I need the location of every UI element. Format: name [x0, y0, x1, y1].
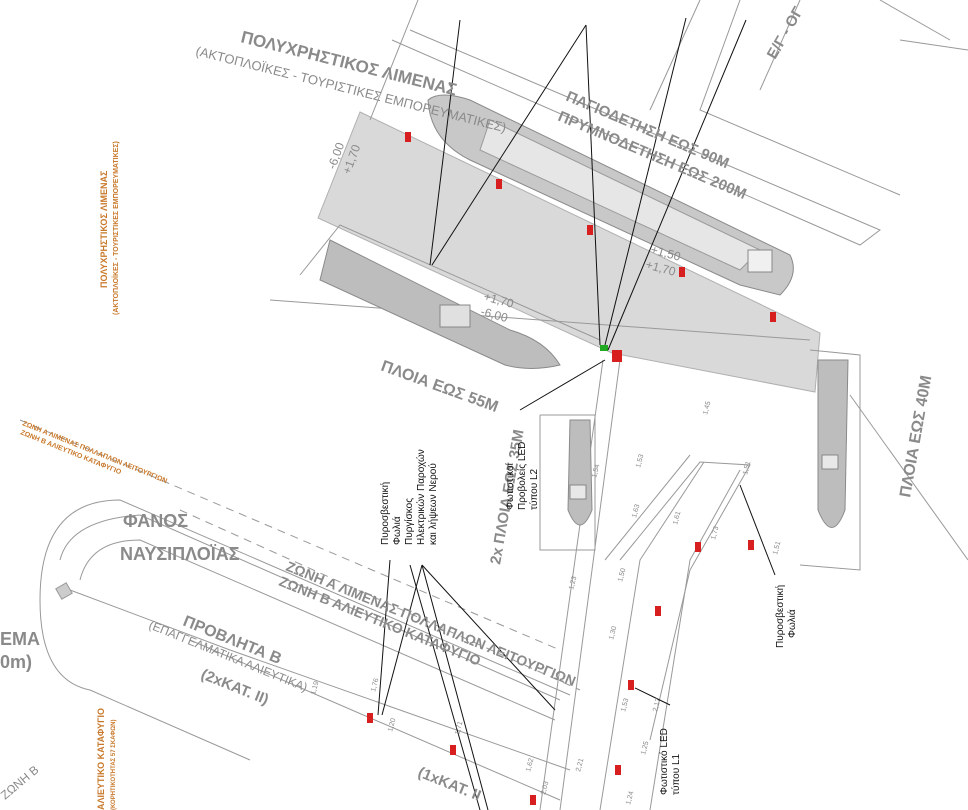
ships-40-label: ΠΛΟΙΑ ΕΩΣ 40Μ [897, 374, 935, 498]
spot-level: 2,21 [575, 757, 585, 772]
zone-a-small-label: ΖΩΝΗ Α ΛΙΜΕΝΑΣ ΠΟΛΛΑΠΛΩΝ ΛΕΙΤΟΥΡΓΙΩΝ [21, 420, 168, 485]
fire-callout-group: Πυροσβεστική Φωλιά Πυργίσκος Ηλεκτρικών … [379, 449, 439, 545]
lighthouse-label-1: ΦΑΝΟΣ [123, 511, 188, 531]
callout-line: Προβολείς LED [516, 442, 528, 510]
spot-level: 1,76 [370, 677, 380, 692]
maneuvering-basin [317, 111, 821, 393]
callout-line: τύπου L1 [670, 753, 682, 795]
spot-level: 1,61 [672, 510, 682, 525]
left-zone-label: ΖΩΝΗ Β [0, 763, 41, 803]
spot-level: 1,25 [640, 740, 650, 755]
spot-level: 1,30 [608, 625, 618, 640]
spot-level: 1,62 [525, 757, 535, 772]
led-l1-callout: Φωτιστικό LED τύπου L1 [658, 728, 682, 795]
callout-line: Πυργίσκος [403, 498, 415, 545]
lighthouse-label-2: ΝΑΥΣΙΠΛΟΪΑΣ [120, 544, 240, 564]
callout-leaders [377, 17, 776, 810]
fishing-refuge-label: ΑΛΙΕΥΤΙΚΟ ΚΑΤΑΦΥΓΙΟ [96, 708, 106, 810]
spot-level: 1,51 [772, 540, 782, 555]
callout-line: Φωτιστικοί [504, 462, 516, 510]
callout-line: Πυροσβεστική [379, 482, 391, 545]
callout-line: Φωλιά [391, 516, 403, 545]
spot-level: 1,51 [742, 460, 752, 475]
spot-level: 1,20 [387, 717, 397, 732]
ships-55-label: ΠΛΟΙΑ ΕΩΣ 55Μ [379, 358, 501, 416]
spot-level: 1,71 [454, 720, 464, 735]
fishing-pier [604, 454, 751, 741]
spot-level: 1,54 [591, 463, 601, 478]
spot-level: 1,63 [631, 503, 641, 518]
zone-b-label: ΖΩΝΗ Β ΑΛΙΕΥΤΙΚΟ ΚΑΤΑΦΥΓΙΟ [277, 573, 483, 669]
fishing-refuge-sub: (ΚΟΡΗΤΙΚΟΤΗΤΑΣ 57 ΣΚΑΦΩΝ) [111, 720, 117, 810]
left-edge-label-2: 0m) [0, 652, 32, 672]
equipment-markers [367, 132, 776, 805]
callout-line: τύπου L2 [528, 468, 540, 510]
led-l2-callout: Φωτιστικοί Προβολείς LED τύπου L2 [504, 442, 540, 510]
spot-level: 1,19 [310, 680, 320, 695]
main-quay-outline [269, 0, 968, 810]
spot-level: 2,17 [652, 697, 662, 712]
spot-level: 1,53 [620, 697, 630, 712]
road-label: Ε/Γ - ΟΓ [764, 4, 807, 62]
zone-a-label: ΖΩΝΗ Α ΛΙΜΕΝΑΣ ΠΟΛΛΑΠΛΩΝ ΛΕΙΤΟΥΡΓΙΩΝ [284, 558, 578, 689]
left-edge-label-1: ΕΜΑ [0, 629, 40, 649]
vessel-55m [319, 239, 561, 369]
side-port-title: ΠΟΛΥΧΡΗΣΤΙΚΟΣ ΛΙΜΕΝΑΣ [99, 170, 109, 288]
kat-bottom-label: (1xΚΑΤ. ΙΙ [416, 764, 484, 805]
spot-level: 1,73 [710, 525, 720, 540]
spot-levels: 1,53 1,45 1,54 1,63 1,61 1,50 1,73 1,51 … [310, 400, 782, 805]
large-vessel-top [427, 94, 794, 296]
side-port-subtitle: (ΑΚΤΟΠΛΟΪΚΕΣ - ΤΟΥΡΙΣΤΙΚΕΣ ΕΜΠΟΡΕΥΜΑΤΙΚΕ… [112, 141, 120, 315]
vessel-40m [817, 359, 849, 528]
fire-right-callout: Πυροσβεστική Φωλιά [774, 585, 798, 648]
vessel-center [567, 419, 593, 526]
callout-line: και λήψεων Νερού [427, 463, 439, 545]
spot-level: 1,45 [702, 400, 712, 415]
depth-label: -6,00 [479, 304, 509, 325]
callout-line: Φωλιά [786, 609, 798, 638]
callout-line: Φωτιστικό LED [658, 728, 670, 795]
spot-level: 1,24 [625, 790, 635, 805]
spot-level: 2,03 [540, 780, 550, 795]
spot-level: 1,23 [568, 575, 578, 590]
callout-line: Πυροσβεστική [774, 585, 786, 648]
spot-level: 1,53 [635, 453, 645, 468]
callout-line: Ηλεκτρικών Παροχών [415, 449, 427, 545]
spot-level: 1,50 [617, 567, 627, 582]
